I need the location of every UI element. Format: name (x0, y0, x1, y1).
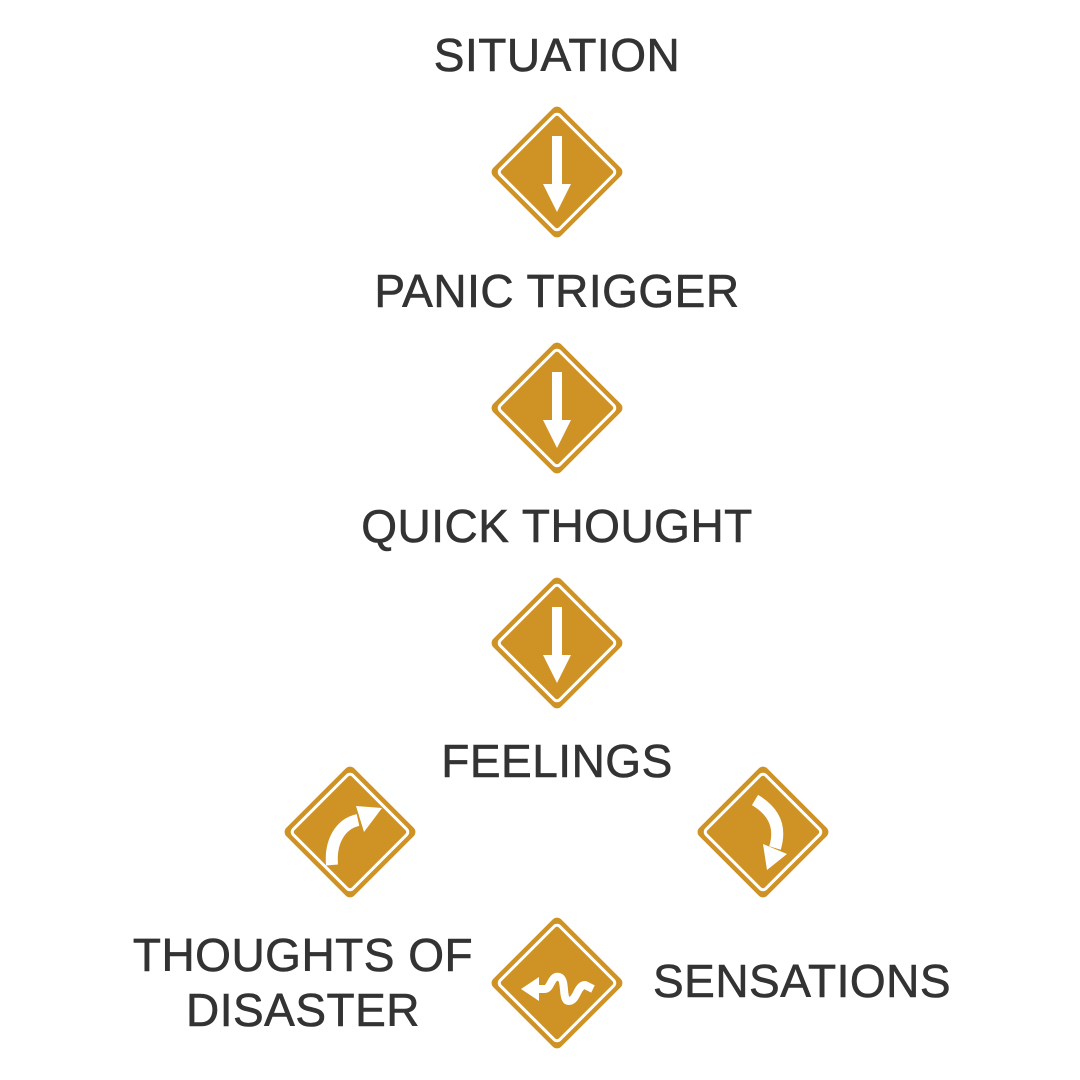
step-panic-trigger: PANIC TRIGGER (374, 265, 740, 317)
curve-down-arrow-sign-icon (695, 764, 831, 900)
branch-sensations: SENSATIONS (652, 955, 952, 1007)
branch-left-line2: DISASTER (185, 984, 421, 1037)
branch-thoughts-of-disaster: THOUGHTS OF DISASTER (133, 928, 473, 1038)
branch-left-line1: THOUGHTS OF (132, 929, 474, 982)
step-situation: SITUATION (433, 29, 681, 81)
down-arrow-sign-icon (489, 340, 625, 476)
curve-right-arrow-sign-icon (282, 764, 418, 900)
step-quick-thought: QUICK THOUGHT (361, 500, 753, 552)
step-feelings: FEELINGS (441, 735, 673, 787)
winding-road-arrow-sign-icon (489, 915, 625, 1051)
down-arrow-sign-icon (489, 575, 625, 711)
down-arrow-sign-icon (489, 104, 625, 240)
